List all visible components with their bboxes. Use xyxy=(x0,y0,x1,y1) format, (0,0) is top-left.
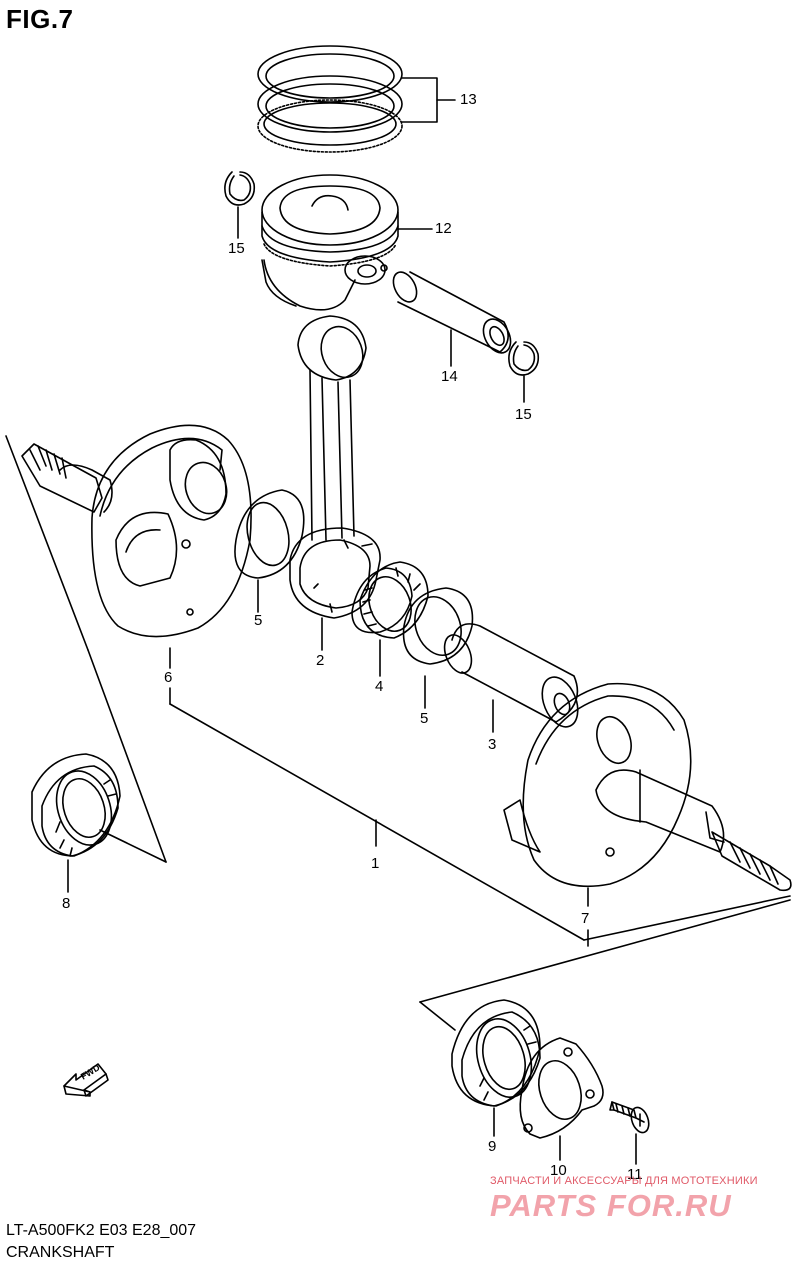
piston-rings-13 xyxy=(257,45,456,153)
callout-3: 3 xyxy=(488,736,497,753)
callout-15-left: 15 xyxy=(228,240,245,257)
callout-11: 11 xyxy=(627,1166,643,1183)
callout-15-right: 15 xyxy=(515,406,532,423)
callout-14: 14 xyxy=(441,368,458,385)
watermark-tagline: ЗАПЧАСТИ И АКСЕССУАРЫ ДЛЯ МОТОТЕХНИКИ xyxy=(490,1175,758,1187)
watermark-logo: PARTS FOR.RU xyxy=(490,1188,732,1223)
crank-web-right-7 xyxy=(503,682,792,947)
retainer-plate-10 xyxy=(519,1037,604,1161)
callout-2: 2 xyxy=(316,652,325,669)
assembly-outline-1 xyxy=(5,435,791,1031)
callout-7: 7 xyxy=(581,910,590,927)
section-name: CRANKSHAFT xyxy=(6,1244,115,1261)
callout-10: 10 xyxy=(550,1162,567,1179)
fwd-arrow-icon xyxy=(63,1063,109,1097)
callout-9: 9 xyxy=(488,1138,497,1155)
piston-pin-14 xyxy=(392,271,512,367)
callout-13: 13 xyxy=(460,91,477,108)
connecting-rod-2 xyxy=(289,315,381,651)
callout-8: 8 xyxy=(62,895,71,912)
screw-11 xyxy=(609,1101,650,1165)
needle-bearing-4 xyxy=(351,561,429,677)
piston-12 xyxy=(261,174,433,311)
crank-web-left-6 xyxy=(21,424,585,941)
thrust-washer-5-left xyxy=(234,489,305,613)
figure-title: FIG.7 xyxy=(6,4,74,34)
callout-5-left: 5 xyxy=(254,612,263,629)
circlip-15-right xyxy=(508,341,540,403)
circlip-15-left xyxy=(224,171,256,239)
callout-5-right: 5 xyxy=(420,710,429,727)
callout-1: 1 xyxy=(371,855,380,872)
crank-pin-3 xyxy=(443,623,579,733)
bearing-8 xyxy=(31,753,121,893)
bearing-9 xyxy=(451,999,541,1137)
callout-12: 12 xyxy=(435,220,452,237)
callout-4: 4 xyxy=(375,678,384,695)
thrust-washer-5-right xyxy=(402,587,474,709)
model-code: LT-A500FK2 E03 E28_007 xyxy=(6,1222,197,1239)
callout-6: 6 xyxy=(164,669,173,686)
